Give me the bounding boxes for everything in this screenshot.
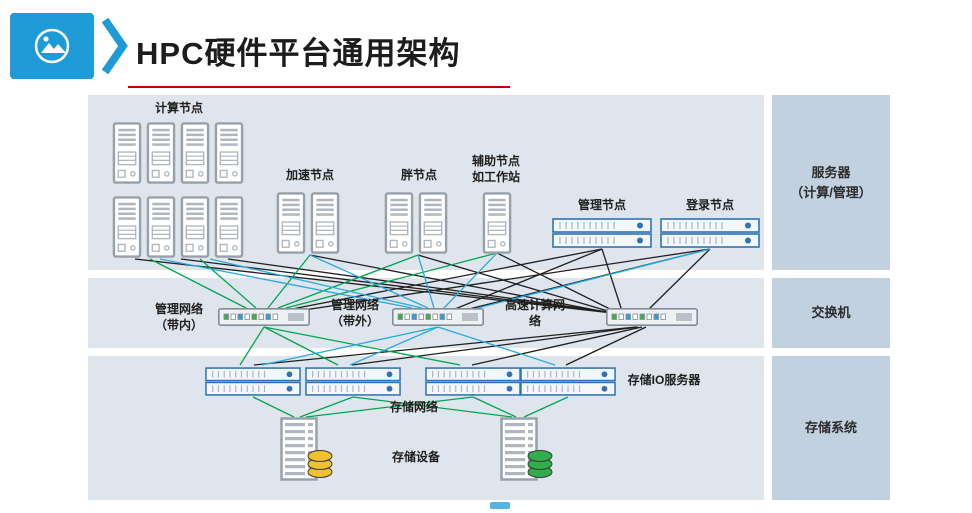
storage-io-server-icon bbox=[305, 366, 401, 397]
aux-node-label-line1: 辅助节点 bbox=[471, 154, 520, 168]
tower-server-icon bbox=[214, 122, 244, 184]
storage-io-server-icon bbox=[205, 366, 301, 397]
disk-stack-icon bbox=[306, 447, 334, 479]
storage-io-server-icon bbox=[425, 366, 521, 397]
aux-node-label-line2: 如工作站 bbox=[471, 169, 520, 184]
rack-server-icon bbox=[660, 217, 760, 249]
panel-switches: 交换机 bbox=[772, 278, 890, 348]
network-switch-icon bbox=[606, 308, 698, 326]
slide-header: HPC硬件平台通用架构 bbox=[0, 0, 972, 92]
picture-icon bbox=[10, 13, 128, 79]
tower-server-icon bbox=[146, 196, 176, 258]
mgmt-node-label: 管理节点 bbox=[577, 198, 626, 212]
mgmt-oob-line2: （带外） bbox=[330, 313, 379, 328]
mgmt-oob-network-label: 管理网络 （带外） bbox=[322, 298, 388, 329]
tower-server-icon bbox=[418, 192, 448, 254]
tower-server-icon bbox=[180, 196, 210, 258]
tower-server-icon bbox=[384, 192, 414, 254]
tower-server-icon bbox=[214, 196, 244, 258]
tower-server-icon bbox=[310, 192, 340, 254]
panel-servers-line2: （计算/管理） bbox=[790, 184, 872, 200]
mgmt-inband-network-label: 管理网络 （带内） bbox=[146, 302, 212, 333]
panel-storage-label: 存储系统 bbox=[804, 420, 857, 436]
accel-node-label: 加速节点 bbox=[285, 168, 334, 182]
storage-io-server-label: 存储IO服务器 bbox=[627, 373, 701, 387]
storage-io-server-icon bbox=[520, 366, 616, 397]
mgmt-oob-line1: 管理网络 bbox=[330, 298, 379, 312]
mgmt-inband-line1: 管理网络 bbox=[154, 302, 203, 316]
rack-server-icon bbox=[552, 217, 652, 249]
footer-mark bbox=[490, 502, 510, 509]
panel-storage: 存储系统 bbox=[772, 356, 890, 500]
network-switch-icon bbox=[392, 308, 484, 326]
tower-server-icon bbox=[482, 192, 512, 254]
storage-device-label: 存储设备 bbox=[391, 450, 440, 464]
panel-servers-line1: 服务器 bbox=[811, 165, 851, 180]
panel-switches-label: 交换机 bbox=[811, 305, 851, 321]
tower-server-icon bbox=[146, 122, 176, 184]
login-node-label: 登录节点 bbox=[685, 198, 734, 212]
title-underline bbox=[128, 86, 510, 88]
compute-node-label: 计算节点 bbox=[154, 101, 203, 115]
tower-server-icon bbox=[112, 196, 142, 258]
network-switch-icon bbox=[218, 308, 310, 326]
tower-server-icon bbox=[180, 122, 210, 184]
tower-server-icon bbox=[276, 192, 306, 254]
mgmt-inband-line2: （带内） bbox=[154, 317, 203, 332]
disk-stack-icon bbox=[526, 447, 554, 479]
page-title: HPC硬件平台通用架构 bbox=[136, 36, 461, 71]
aux-node-label: 辅助节点 如工作站 bbox=[458, 154, 534, 185]
fat-node-label: 胖节点 bbox=[400, 168, 437, 182]
storage-network-label: 存储网络 bbox=[389, 400, 438, 414]
tower-server-icon bbox=[112, 122, 142, 184]
hsn-network-label: 高速计算网络 bbox=[504, 298, 565, 328]
panel-servers: 服务器 （计算/管理） bbox=[772, 95, 890, 270]
